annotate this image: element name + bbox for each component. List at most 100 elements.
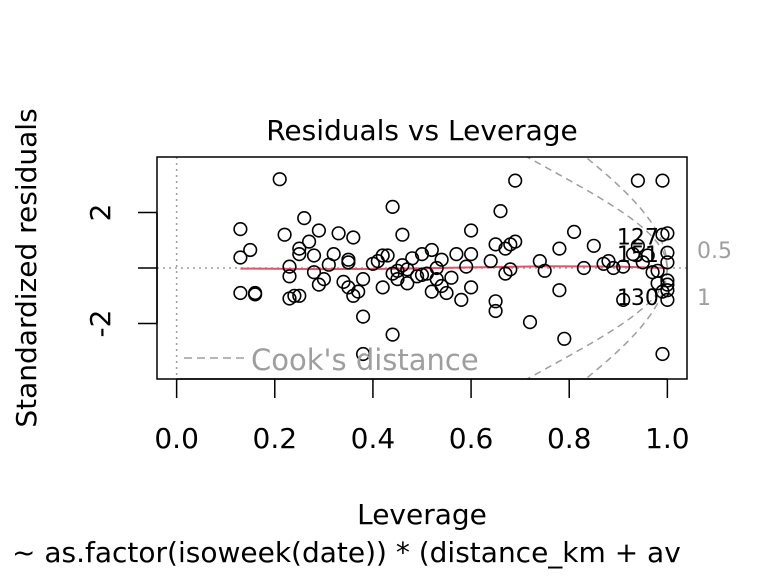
legend: Cook's distance: [184, 343, 479, 377]
data-point: [395, 258, 410, 273]
data-point: [503, 262, 518, 277]
data-point: [346, 230, 361, 245]
data-point: [459, 259, 474, 274]
data-point: [326, 247, 341, 262]
x-tick-label: 0.8: [547, 422, 592, 455]
data-point: [464, 280, 479, 295]
data-point: [464, 247, 479, 262]
data-point: [483, 254, 498, 269]
data-point: [292, 288, 307, 303]
data-point: [434, 252, 449, 267]
data-point: [576, 260, 592, 276]
data-point: [233, 222, 248, 237]
data-point: [341, 255, 356, 270]
data-point: [306, 265, 322, 280]
model-formula-subtitle: ~ as.factor(isoweek(date)) * (distance_k…: [12, 536, 681, 569]
contour-level-label: 1: [697, 286, 711, 311]
data-point: [306, 248, 322, 263]
data-point: [356, 346, 371, 362]
data-point: [625, 247, 641, 262]
data-point: [655, 346, 670, 362]
data-point: [464, 223, 479, 238]
y-tick-label: -2: [84, 310, 117, 338]
data-point: [346, 288, 361, 303]
data-point: [660, 245, 675, 260]
data-point: [400, 276, 415, 291]
data-point: [351, 284, 366, 299]
data-point: [287, 288, 302, 303]
data-point: [498, 266, 513, 281]
data-point: [660, 283, 675, 298]
data-point: [650, 263, 665, 278]
x-tick-label: 0.0: [154, 422, 199, 455]
data-point: [243, 242, 258, 258]
data-point: [488, 294, 503, 309]
data-point: [444, 270, 459, 285]
data-point: [439, 285, 454, 301]
data-point: [508, 173, 523, 188]
data-point: [395, 227, 410, 242]
data-point: [655, 173, 670, 188]
data-point: [566, 224, 582, 239]
x-tick-label: 1.0: [645, 422, 690, 455]
data-point: [508, 234, 523, 249]
data-point: [331, 226, 346, 241]
data-point: [429, 260, 444, 276]
point-id-label: 127: [617, 225, 659, 250]
data-point: [660, 226, 675, 241]
contour-level-label: 0.5: [697, 239, 732, 264]
data-point: [522, 315, 538, 330]
data-point: [356, 309, 371, 324]
data-point: [272, 172, 287, 187]
data-point: [356, 272, 371, 287]
data-point: [316, 272, 332, 287]
data-point: [557, 331, 572, 346]
data-point: [552, 283, 567, 298]
data-point: [606, 260, 621, 276]
data-point: [454, 292, 469, 308]
data-point: [248, 287, 263, 302]
data-point: [424, 242, 439, 258]
data-point: [297, 211, 312, 226]
data-point: [385, 199, 400, 214]
data-point: [630, 173, 646, 188]
data-point: [233, 285, 248, 301]
x-tick-label: 0.6: [449, 422, 494, 455]
cooks-contour-1-upper: [584, 157, 669, 268]
data-point: [488, 303, 503, 319]
data-point: [277, 227, 292, 242]
data-point: [405, 251, 420, 266]
data-point: [233, 250, 248, 265]
x-tick-label: 0.2: [253, 422, 298, 455]
data-point: [616, 292, 631, 308]
chart-title: Residuals vs Leverage: [266, 114, 578, 147]
data-point: [552, 241, 567, 256]
data-point: [380, 248, 395, 263]
data-point: [449, 247, 464, 262]
plot-frame: [156, 156, 688, 380]
data-point: [660, 292, 675, 308]
data-point: [488, 237, 503, 252]
data-point: [311, 223, 327, 238]
y-tick-label: 2: [84, 204, 117, 222]
y-axis-label: Standardized residuals: [10, 108, 43, 427]
data-point: [282, 269, 297, 284]
data-point: [493, 204, 508, 219]
data-point: [282, 259, 297, 274]
data-point: [375, 280, 390, 295]
x-tick-label: 0.4: [351, 422, 396, 455]
data-point: [660, 277, 675, 292]
x-axis-label: Leverage: [357, 498, 487, 531]
data-point: [660, 255, 675, 270]
data-point: [586, 238, 601, 253]
smooth-line: [240, 265, 668, 271]
scatter-points: [233, 172, 675, 362]
data-point: [375, 248, 390, 263]
data-point: [292, 247, 307, 262]
data-point: [341, 252, 356, 267]
data-point: [385, 327, 400, 342]
smooth-curve-layer: [240, 265, 668, 271]
data-point: [640, 248, 655, 263]
